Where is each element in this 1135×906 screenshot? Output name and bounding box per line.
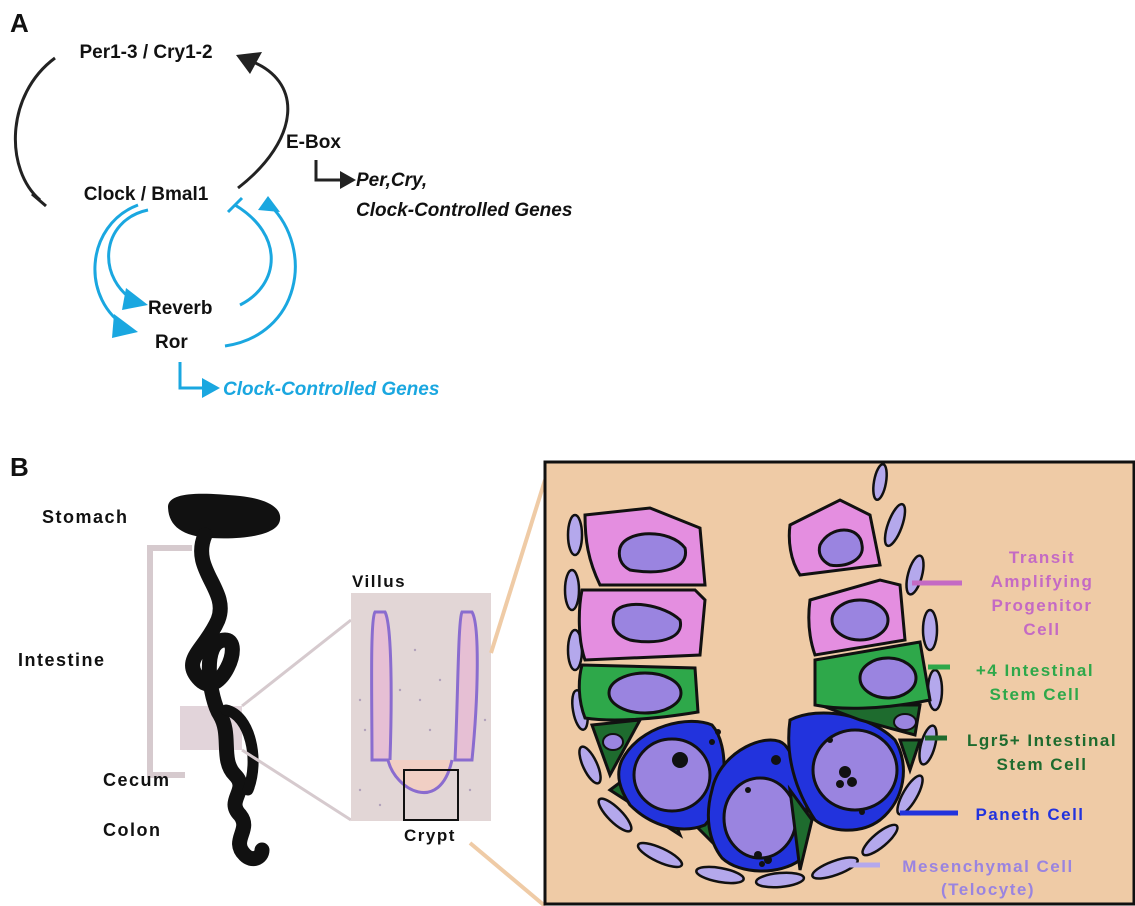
mesenchymal-label-1: Mesenchymal Cell (902, 857, 1073, 876)
ror-target-arrowhead (202, 378, 220, 398)
per-cry-label: Per1-3 / Cry1-2 (79, 42, 212, 63)
ror-target-label: Clock-Controlled Genes (223, 379, 439, 400)
clock-bmal-label: Clock / Bmal1 (84, 184, 209, 205)
lgr5-label-1: Lgr5+ Intestinal (967, 731, 1117, 750)
lgr5-label-2: Stem Cell (997, 755, 1088, 774)
ebox-label: E-Box (286, 132, 341, 153)
panel-b-letter: B (10, 452, 29, 482)
ta-label-4: Cell (1023, 620, 1060, 639)
clock-to-reverb-arc (109, 210, 148, 303)
plus4-label-1: +4 Intestinal (976, 661, 1094, 680)
clock-to-ror-arc (95, 205, 138, 328)
crypt-label: Crypt (404, 826, 456, 845)
reverb-label: Reverb (148, 298, 212, 319)
crypt-zoom-line-bottom (470, 843, 545, 906)
lgr5-nucleus-left (603, 734, 623, 750)
zoom-line-bottom (242, 750, 351, 820)
ta-label-3: Progenitor (992, 596, 1093, 615)
mesenchymal-label-2: (Telocyte) (941, 880, 1035, 899)
ta-cells-left (579, 508, 705, 660)
crypt-panel: Transit Amplifying Progenitor Cell +4 In… (545, 462, 1134, 904)
villus-label: Villus (352, 572, 406, 591)
ta-label-1: Transit (1009, 548, 1075, 567)
reverb-arrowhead (122, 288, 148, 310)
ebox-arrowhead (340, 171, 356, 189)
activation-arc (238, 60, 288, 188)
paneth-label: Paneth Cell (975, 805, 1084, 824)
target-line-2: Clock-Controlled Genes (356, 200, 572, 221)
intestine-label: Intestine (18, 650, 106, 670)
colon-label: Colon (103, 820, 162, 840)
lgr5-nucleus-right (894, 714, 916, 730)
ror-label: Ror (155, 332, 188, 353)
plus4-label-2: Stem Cell (990, 685, 1081, 704)
stem-cell-left (579, 665, 698, 720)
target-line-1: Per,Cry, (356, 170, 427, 191)
inhibition-bar (32, 194, 46, 206)
villus-panel (351, 593, 491, 821)
ta-label-2: Amplifying (991, 572, 1094, 591)
panel-a-letter: A (10, 8, 29, 38)
crypt-zoom-line-top (491, 480, 545, 653)
stomach-label: Stomach (42, 507, 129, 527)
ror-arrowhead (112, 314, 138, 338)
cecum-label: Cecum (103, 770, 171, 790)
ror-activate-arrowhead (258, 196, 280, 212)
reverb-inhibit-arc (235, 205, 271, 305)
inhibition-arc (15, 58, 55, 200)
zoom-line-top (242, 620, 351, 706)
